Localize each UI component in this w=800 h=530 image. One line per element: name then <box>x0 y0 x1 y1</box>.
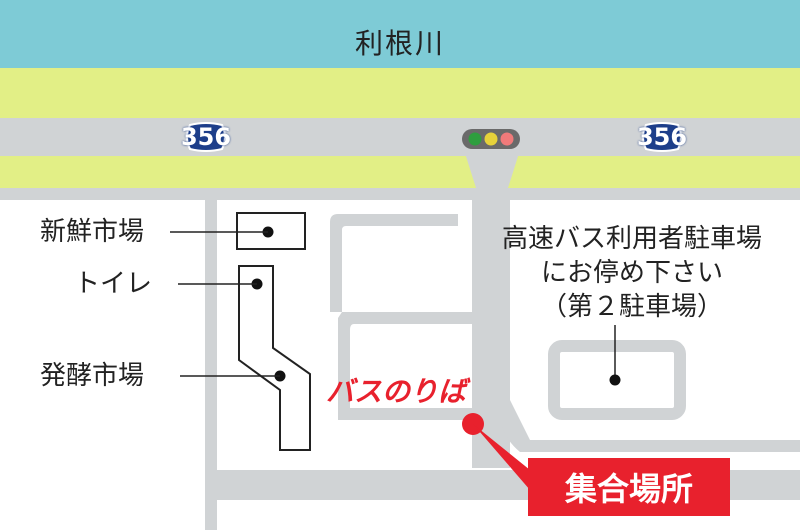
parking-line-3: （第２駐車場） <box>540 292 723 322</box>
access-road-junction <box>464 150 520 188</box>
parking-aisle-lower <box>350 408 472 420</box>
route-number-left: 356 <box>180 123 232 151</box>
route-number-right: 356 <box>636 123 688 151</box>
grass-band-lower <box>0 156 800 188</box>
grass-band-top <box>0 68 800 118</box>
parking-instructions: 高速バス利用者駐車場 にお停め下さい （第２駐車場） <box>452 222 800 324</box>
route-shield-left-icon <box>186 122 226 152</box>
parking-line-2: にお停め下さい <box>540 258 723 288</box>
meeting-point-badge: 集合場所 <box>528 458 730 516</box>
river-name: 利根川 <box>354 27 445 60</box>
parking-aisle-mid <box>338 312 472 420</box>
parking-lot-2-ring <box>548 340 686 420</box>
parking-entrance <box>500 400 800 452</box>
fish-market-label: 新鮮市場 <box>40 217 145 247</box>
route-shield-left: 356 <box>180 122 232 152</box>
ferment-market-building <box>238 265 311 451</box>
meeting-pointer <box>473 424 530 490</box>
left-road <box>205 196 217 530</box>
toilet-label: トイレ <box>74 269 153 299</box>
river <box>0 0 800 68</box>
parking-aisle-left <box>330 214 458 312</box>
parking-line-1: 高速バス利用者駐車場 <box>501 224 762 254</box>
route-shield-right: 356 <box>636 122 688 152</box>
frontage-road <box>0 188 800 200</box>
traffic-light-red <box>500 132 514 146</box>
parking-dot <box>609 374 621 386</box>
bus-stop-label: バスのりば <box>326 375 467 408</box>
traffic-light-green <box>468 132 482 146</box>
traffic-light-yellow <box>484 132 498 146</box>
route-shield-right-icon <box>642 122 682 152</box>
ferment-market-label: 発酵市場 <box>40 361 145 391</box>
